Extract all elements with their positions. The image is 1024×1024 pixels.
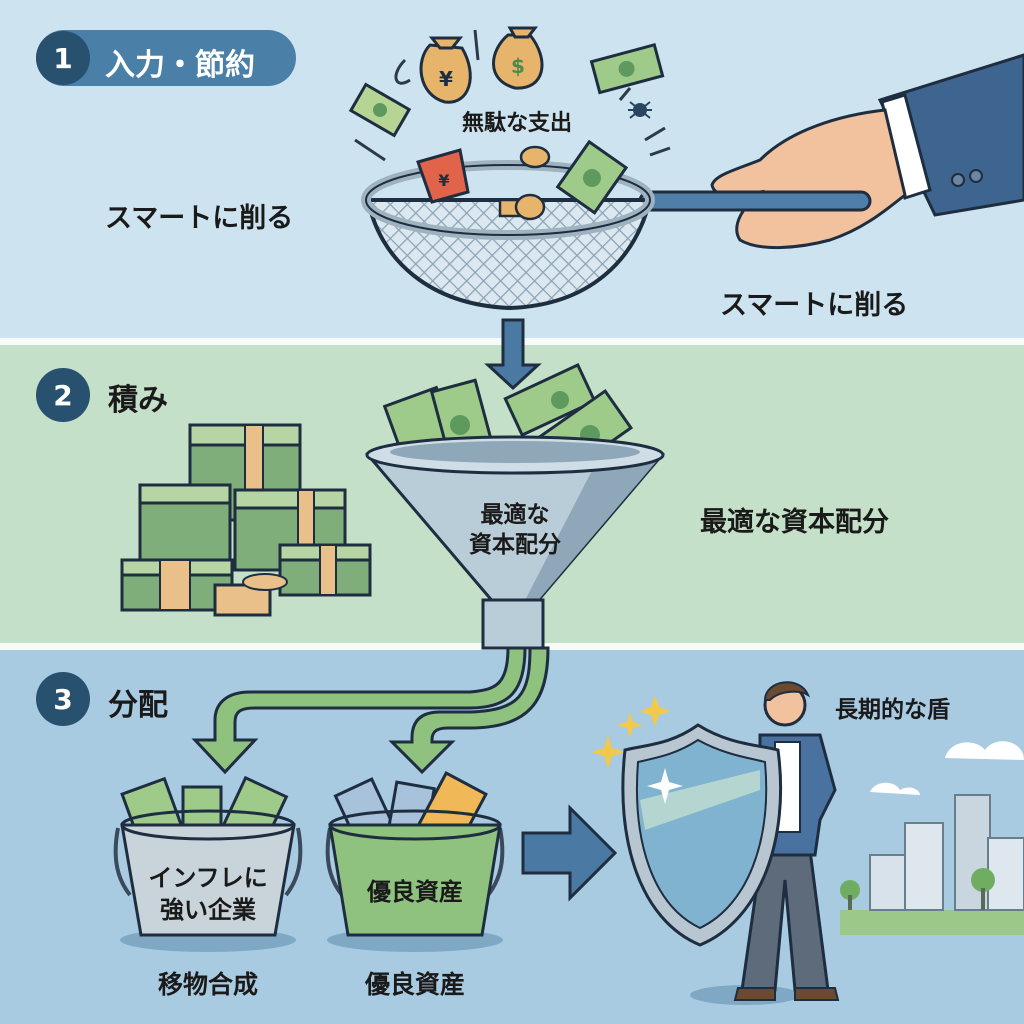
coins-icon [498,145,551,221]
step-title: 積み [108,383,168,418]
bucket-1-caption: 移物合成 [157,970,258,999]
bucket-1-label-line2: 強い企業 [160,896,256,924]
step-number-badge: 3 [36,672,90,726]
sieve-handle [638,190,872,212]
yen-money-bag-icon: ¥ [419,36,472,104]
bucket-2-caption: 優良資産 [364,970,465,999]
svg-text:¥: ¥ [438,171,449,190]
svg-text:$: $ [511,54,525,78]
funnel-icon [364,362,666,650]
banknote-icon [348,82,412,138]
bug-icon [628,101,652,119]
sieve-icon [361,160,655,311]
sparkle-icons [591,695,671,769]
hand-icon [710,53,1024,249]
waste-label: 無駄な支出 [462,111,573,136]
step-title: 入力・節約 [105,48,255,83]
svg-text:¥: ¥ [439,67,453,91]
caption-smart-cut-left: スマートに削る [105,203,294,234]
dollar-money-bag-icon: $ [492,26,544,90]
arrow-down-icon [484,318,542,391]
motion-lines [354,29,671,162]
arrow-right-icon [521,804,618,902]
caption-long-term-shield: 長期的な盾 [835,697,950,723]
caption-optimal-allocation: 最適な資本配分 [700,507,889,538]
split-arrows-icon [191,646,550,775]
funnel-label-line2: 資本配分 [469,532,561,558]
banknote-icon [589,43,665,95]
banknote-icon [555,139,629,215]
bucket-1-label: インフレに 強い企業 [128,862,288,926]
step-number-badge: 2 [36,368,90,422]
city-skyline [840,741,1024,935]
coffee-cup-icon: ¥ [416,148,470,204]
caption-smart-cut-right: スマートに削る [720,290,909,321]
money-stacks-icon [120,423,372,617]
step-number-badge: 1 [36,31,90,85]
bucket-1-label-line1: インフレに [148,864,268,892]
bucket-quality-assets [325,771,505,952]
funnel-label-line1: 最適な [480,502,550,528]
funnel-label: 最適な 資本配分 [450,500,580,560]
bucket-2-label: 優良資産 [367,878,463,906]
step-title: 分配 [108,688,168,723]
bucket-inflation-resistant [113,775,303,952]
shield-icon [621,723,783,947]
